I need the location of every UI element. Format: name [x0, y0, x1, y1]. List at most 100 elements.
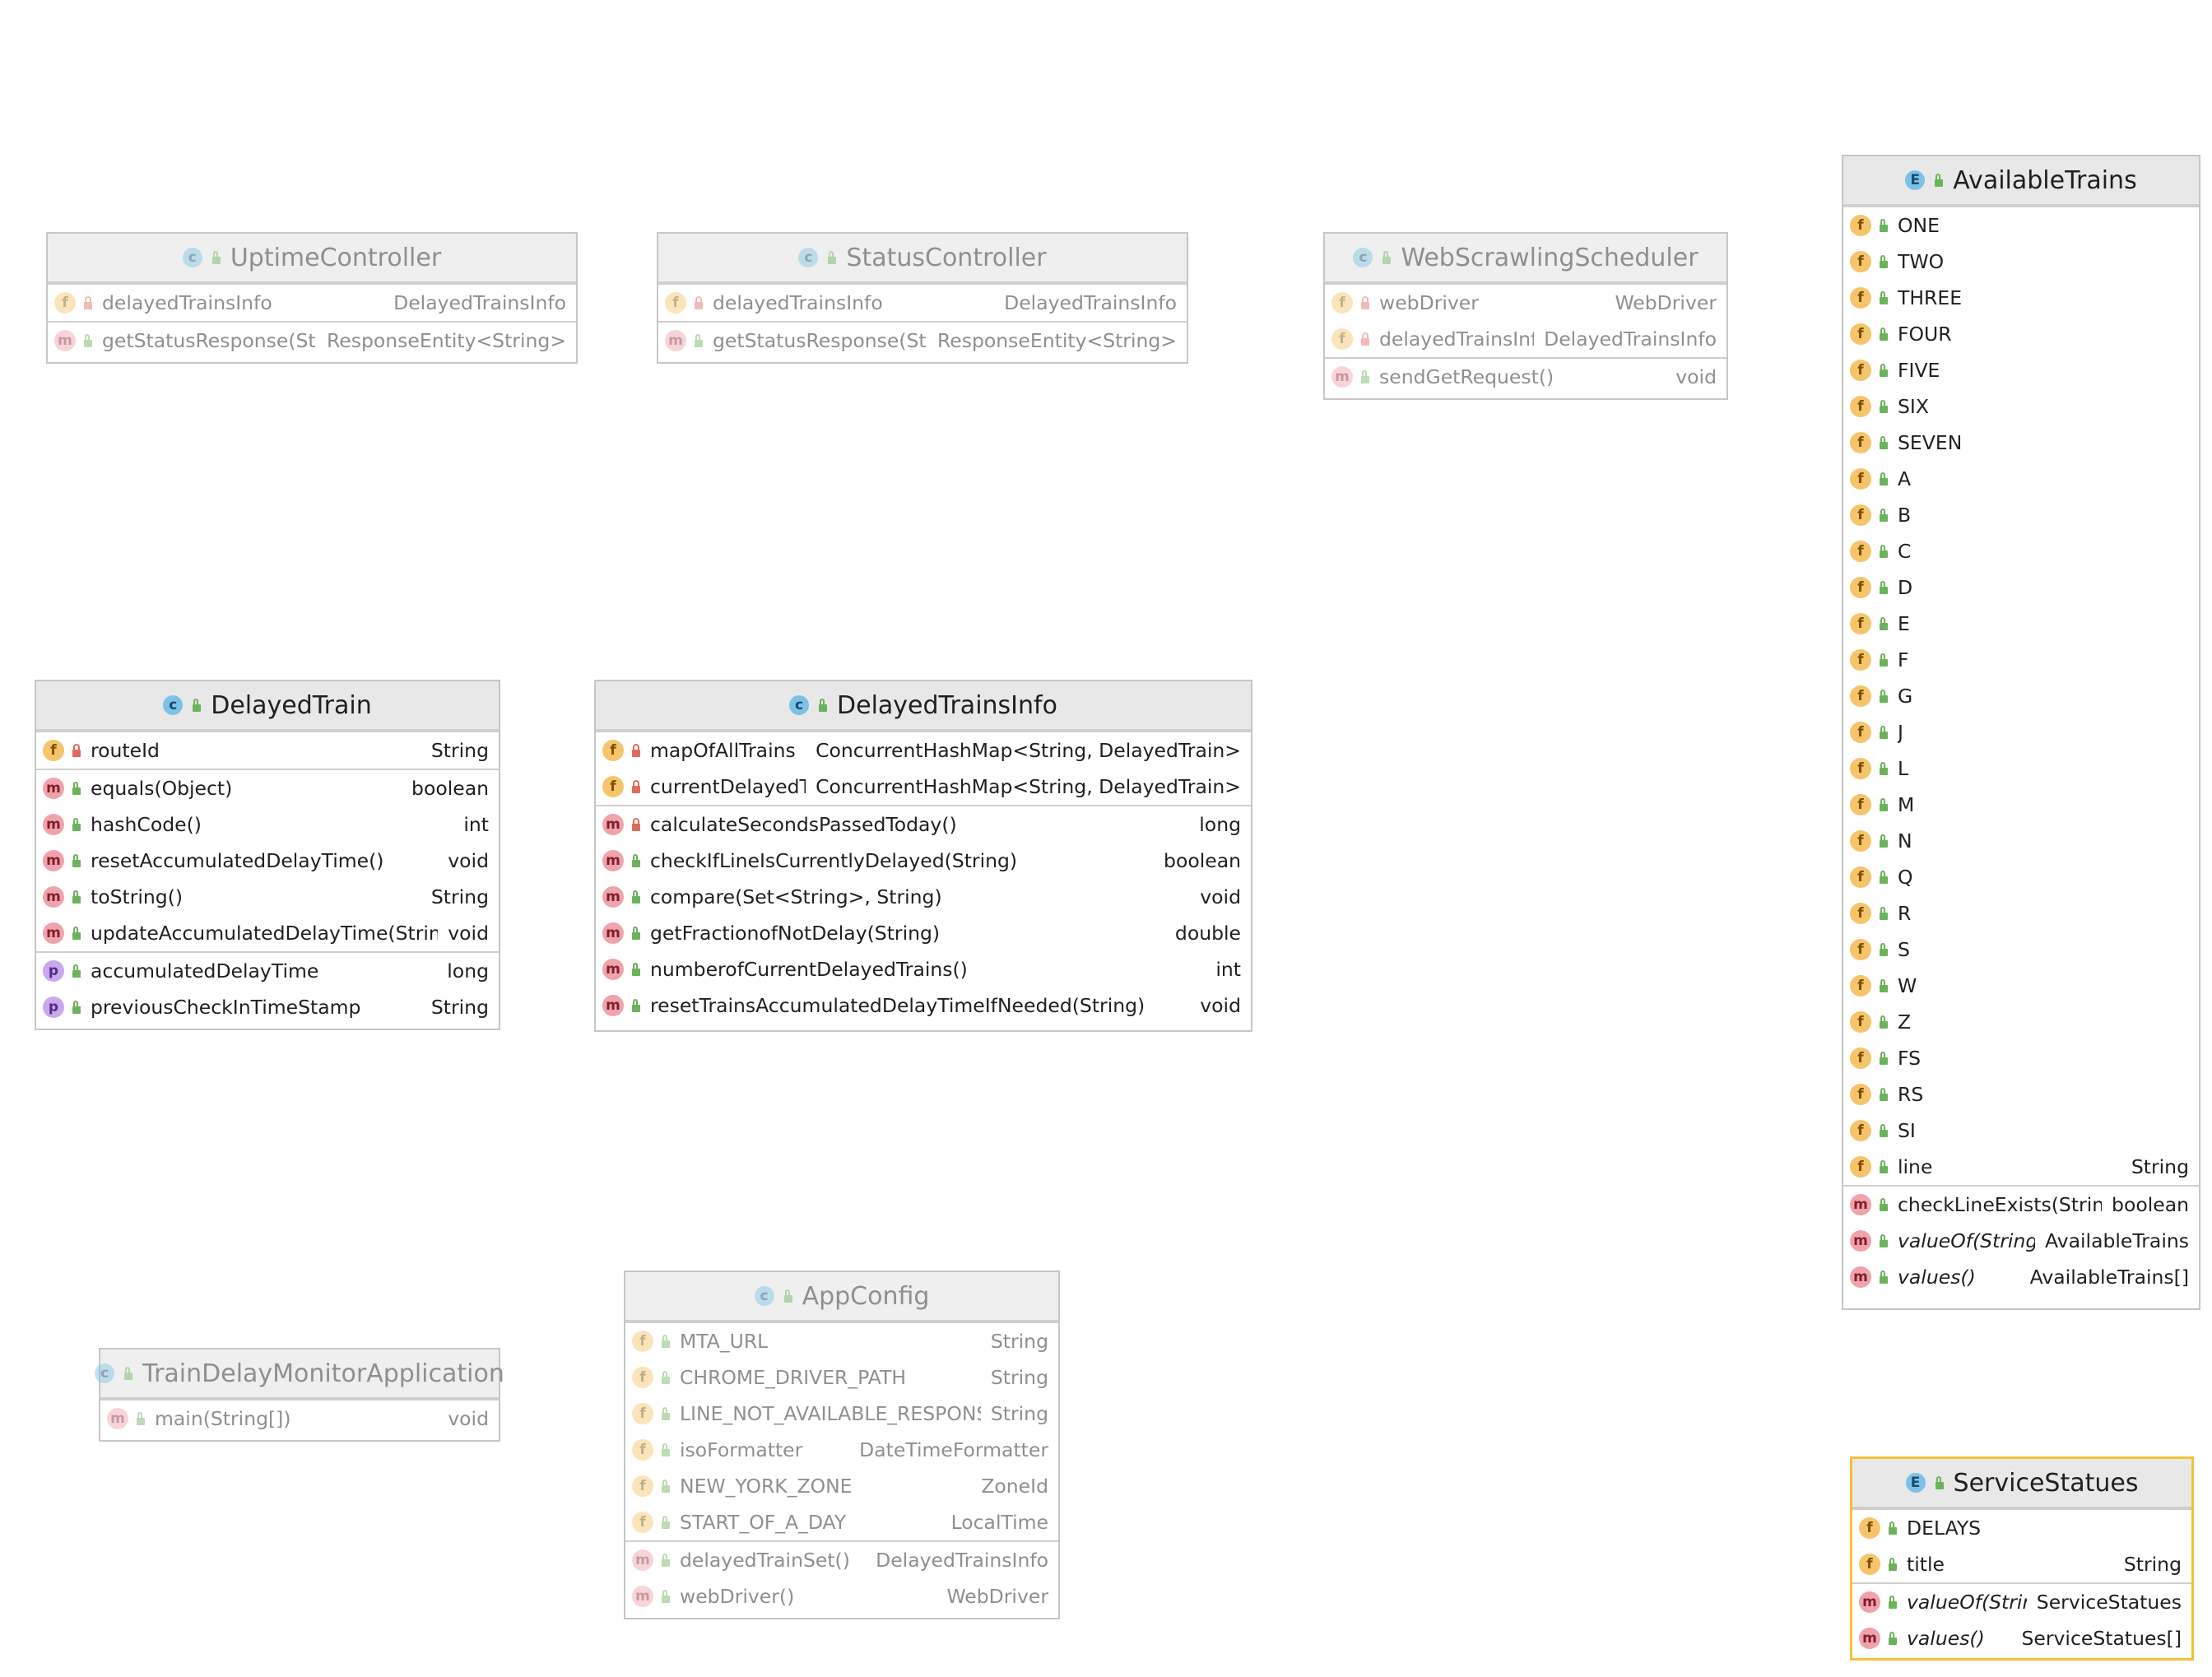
field-type: DelayedTrainsInfo	[1004, 291, 1177, 314]
public-icon	[71, 782, 82, 795]
field-icon: f	[1850, 794, 1871, 815]
field-icon: f	[1859, 1554, 1880, 1575]
class-icon: c	[182, 248, 202, 267]
field-icon: f	[1859, 1517, 1880, 1539]
method-type: boolean	[1164, 849, 1241, 872]
public-icon	[660, 1335, 672, 1348]
public-icon	[660, 1590, 672, 1603]
private-icon	[1359, 332, 1371, 346]
method-icon: m	[43, 814, 64, 835]
constant-name: Z	[1898, 1010, 1912, 1034]
public-icon	[1878, 291, 1889, 304]
method-name: equals(Object)	[91, 777, 233, 800]
method-row[interactable]: mgetStatusResponse(String)ResponseEntity…	[48, 323, 576, 359]
public-icon	[630, 999, 642, 1012]
method-name: hashCode()	[91, 813, 202, 836]
method-name: checkLineExists(String)	[1898, 1193, 2103, 1216]
public-icon	[123, 1367, 134, 1380]
constant-name: N	[1898, 829, 1912, 852]
public-icon	[783, 1289, 794, 1303]
method-name: valueOf(String)	[1907, 1591, 2027, 1614]
constant-name: B	[1898, 504, 1912, 527]
public-icon	[1878, 690, 1889, 703]
constant-name: E	[1898, 612, 1910, 635]
field-row[interactable]: fcurrentDelayedTrainsConcurrentHashMap<S…	[596, 769, 1251, 805]
method-row[interactable]: mgetStatusResponse(String)ResponseEntity…	[658, 323, 1187, 359]
